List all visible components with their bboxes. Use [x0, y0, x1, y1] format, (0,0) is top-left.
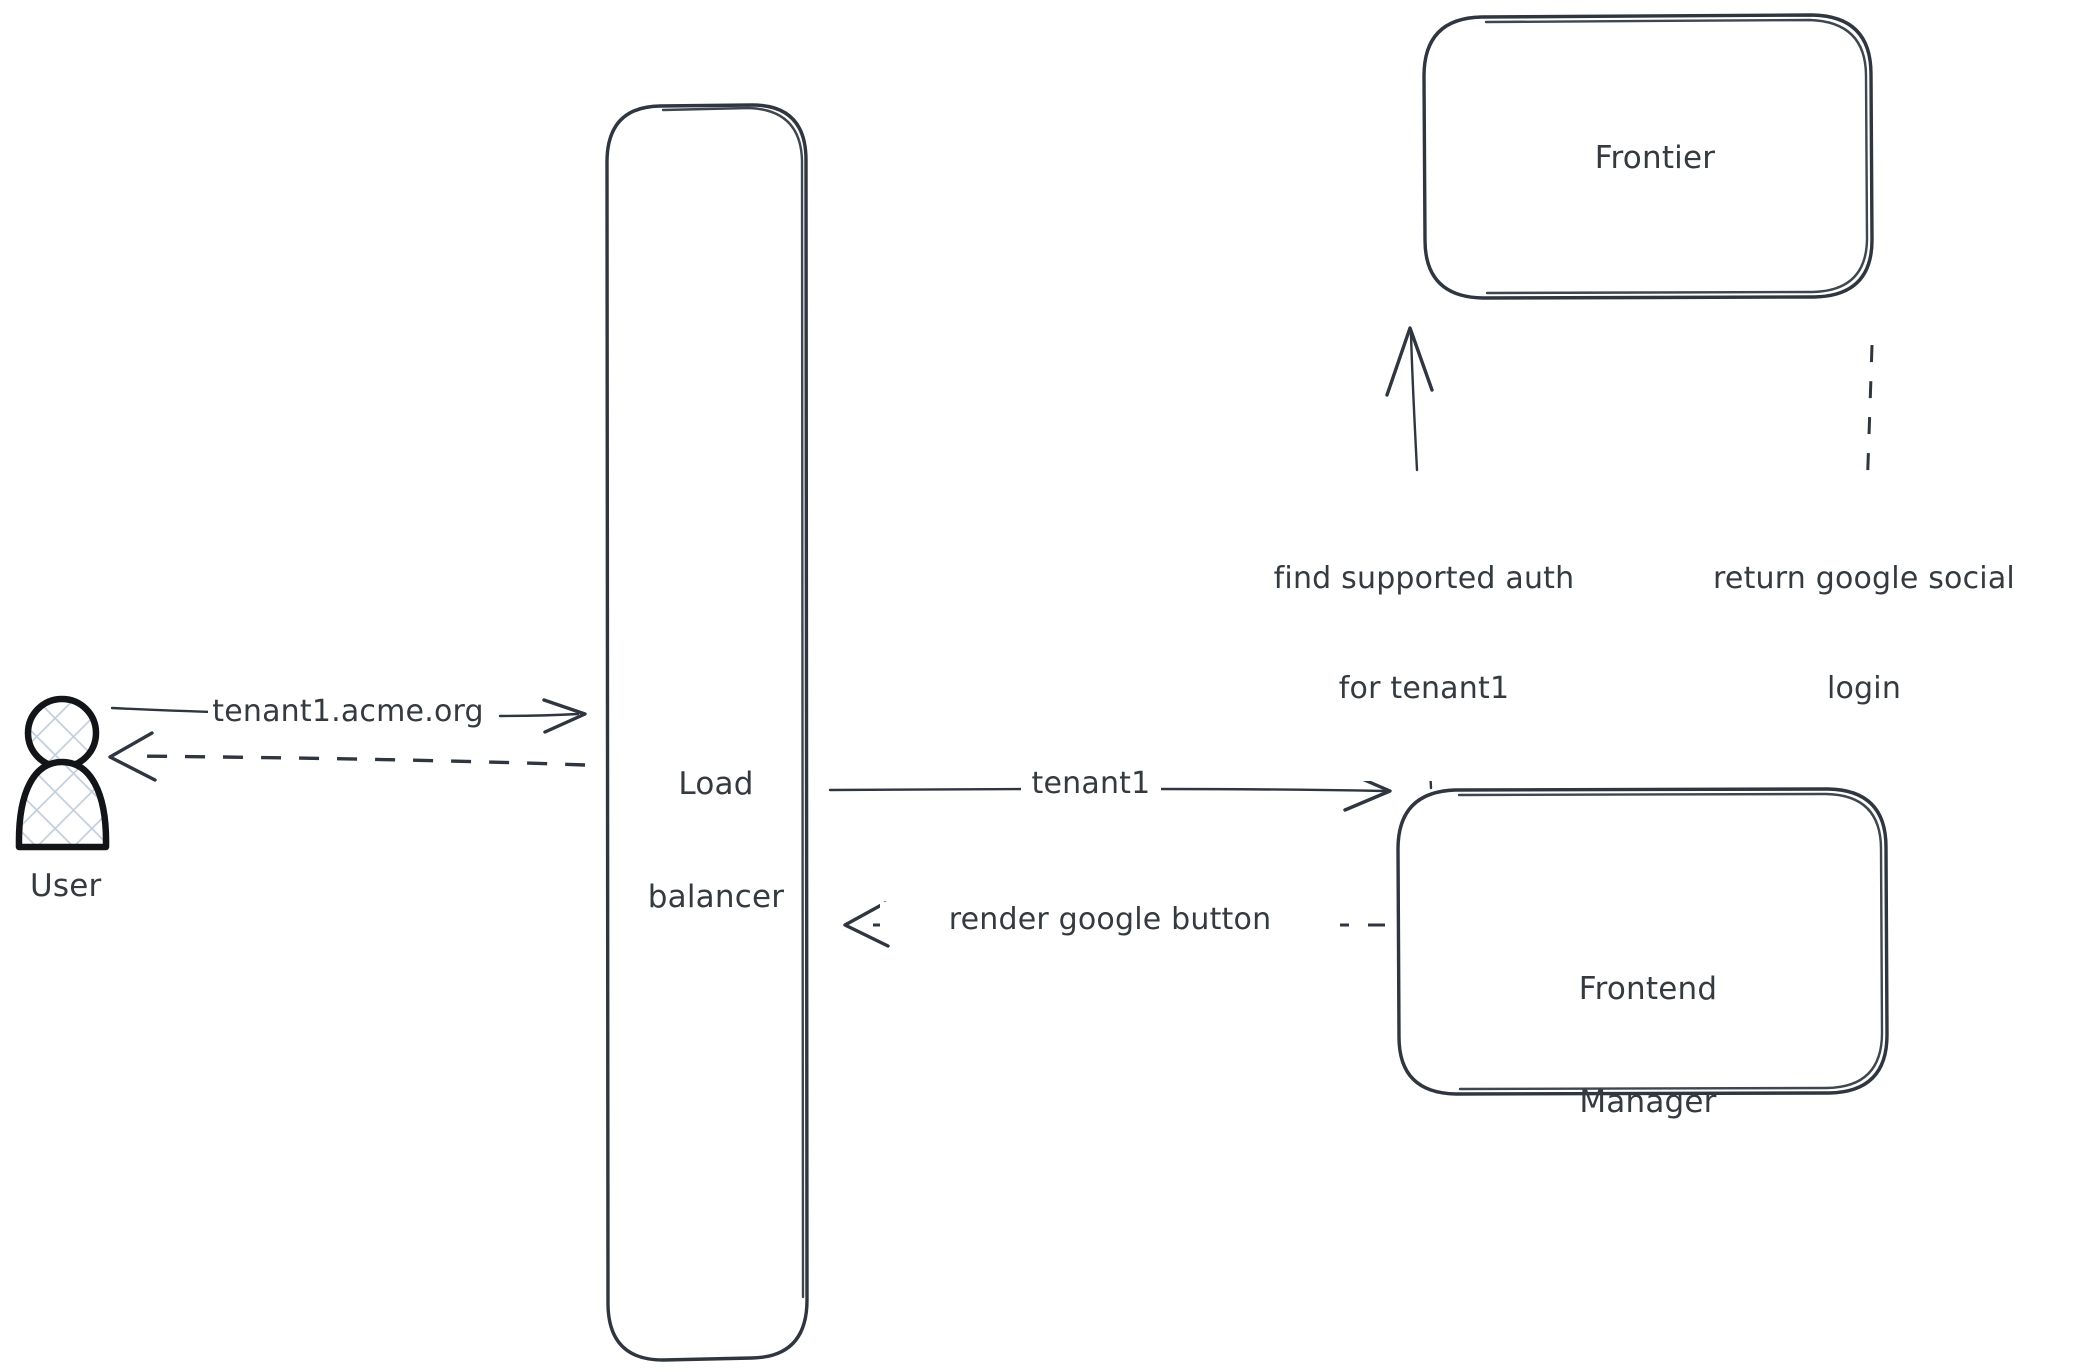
- user-head-fill: [28, 699, 96, 767]
- load-balancer-outline-sketch: [661, 106, 805, 1299]
- edge4-arrowhead: [843, 901, 890, 948]
- load-balancer-outline: [605, 103, 809, 1362]
- edge6-upper-dash: [1865, 344, 1874, 496]
- edge-label-find-supported-auth-line1: find supported auth: [1273, 561, 1575, 597]
- edge-load-balancer-to-user-graphic[interactable]: [108, 731, 586, 782]
- edge3-right-segment: [1150, 787, 1387, 793]
- load-balancer-label-line1: Load: [678, 765, 754, 802]
- edge-label-return-google-social-login: return google social login: [1649, 488, 2079, 781]
- edge2-arrowhead: [108, 731, 157, 782]
- frontend-manager-label: Frontend Manager: [1488, 895, 1808, 1198]
- frontend-manager-outline: [1396, 787, 1889, 1096]
- load-balancer-label: Load balancer: [601, 690, 831, 993]
- frontier-label: Frontier: [1594, 140, 1716, 176]
- edge2-dashed-line: [129, 754, 586, 767]
- edge3-left-segment: [828, 787, 1032, 792]
- frontier-outline-sketch: [1484, 18, 1869, 295]
- edge-label-render-google-button: render google button: [880, 902, 1340, 939]
- edge1-arrowhead: [542, 698, 587, 734]
- edge-label-return-google-social-login-line1: return google social: [1713, 561, 2015, 597]
- user-actor-label: User: [30, 868, 102, 904]
- frontend-manager-shape[interactable]: [1396, 787, 1889, 1096]
- edge5-arrowhead: [1385, 326, 1434, 397]
- edge-label-find-supported-auth-line2: for tenant1: [1338, 670, 1510, 706]
- frontend-manager-label-line2: Manager: [1579, 1084, 1717, 1121]
- frontier-shape[interactable]: [1422, 13, 1874, 300]
- edge-label-find-supported-auth: find supported auth for tenant1: [1209, 488, 1639, 781]
- edge1-right-segment: [498, 712, 580, 718]
- edge-label-tenant1: tenant1: [1021, 766, 1161, 803]
- frontier-outline: [1422, 13, 1874, 300]
- load-balancer-shape[interactable]: [605, 103, 809, 1362]
- load-balancer-label-line2: balancer: [647, 879, 785, 916]
- user-body-outline: [15, 758, 110, 850]
- user-actor-graphic[interactable]: [15, 695, 110, 851]
- user-body-fill: [18, 762, 107, 848]
- edge-label-tenant1-acme-org: tenant1.acme.org: [208, 694, 488, 731]
- edge5-upper-stem: [1409, 332, 1419, 472]
- frontend-manager-outline-sketch: [1457, 792, 1884, 1091]
- frontend-manager-label-line1: Frontend: [1578, 970, 1718, 1007]
- edge-label-return-google-social-login-line2: login: [1826, 670, 1902, 706]
